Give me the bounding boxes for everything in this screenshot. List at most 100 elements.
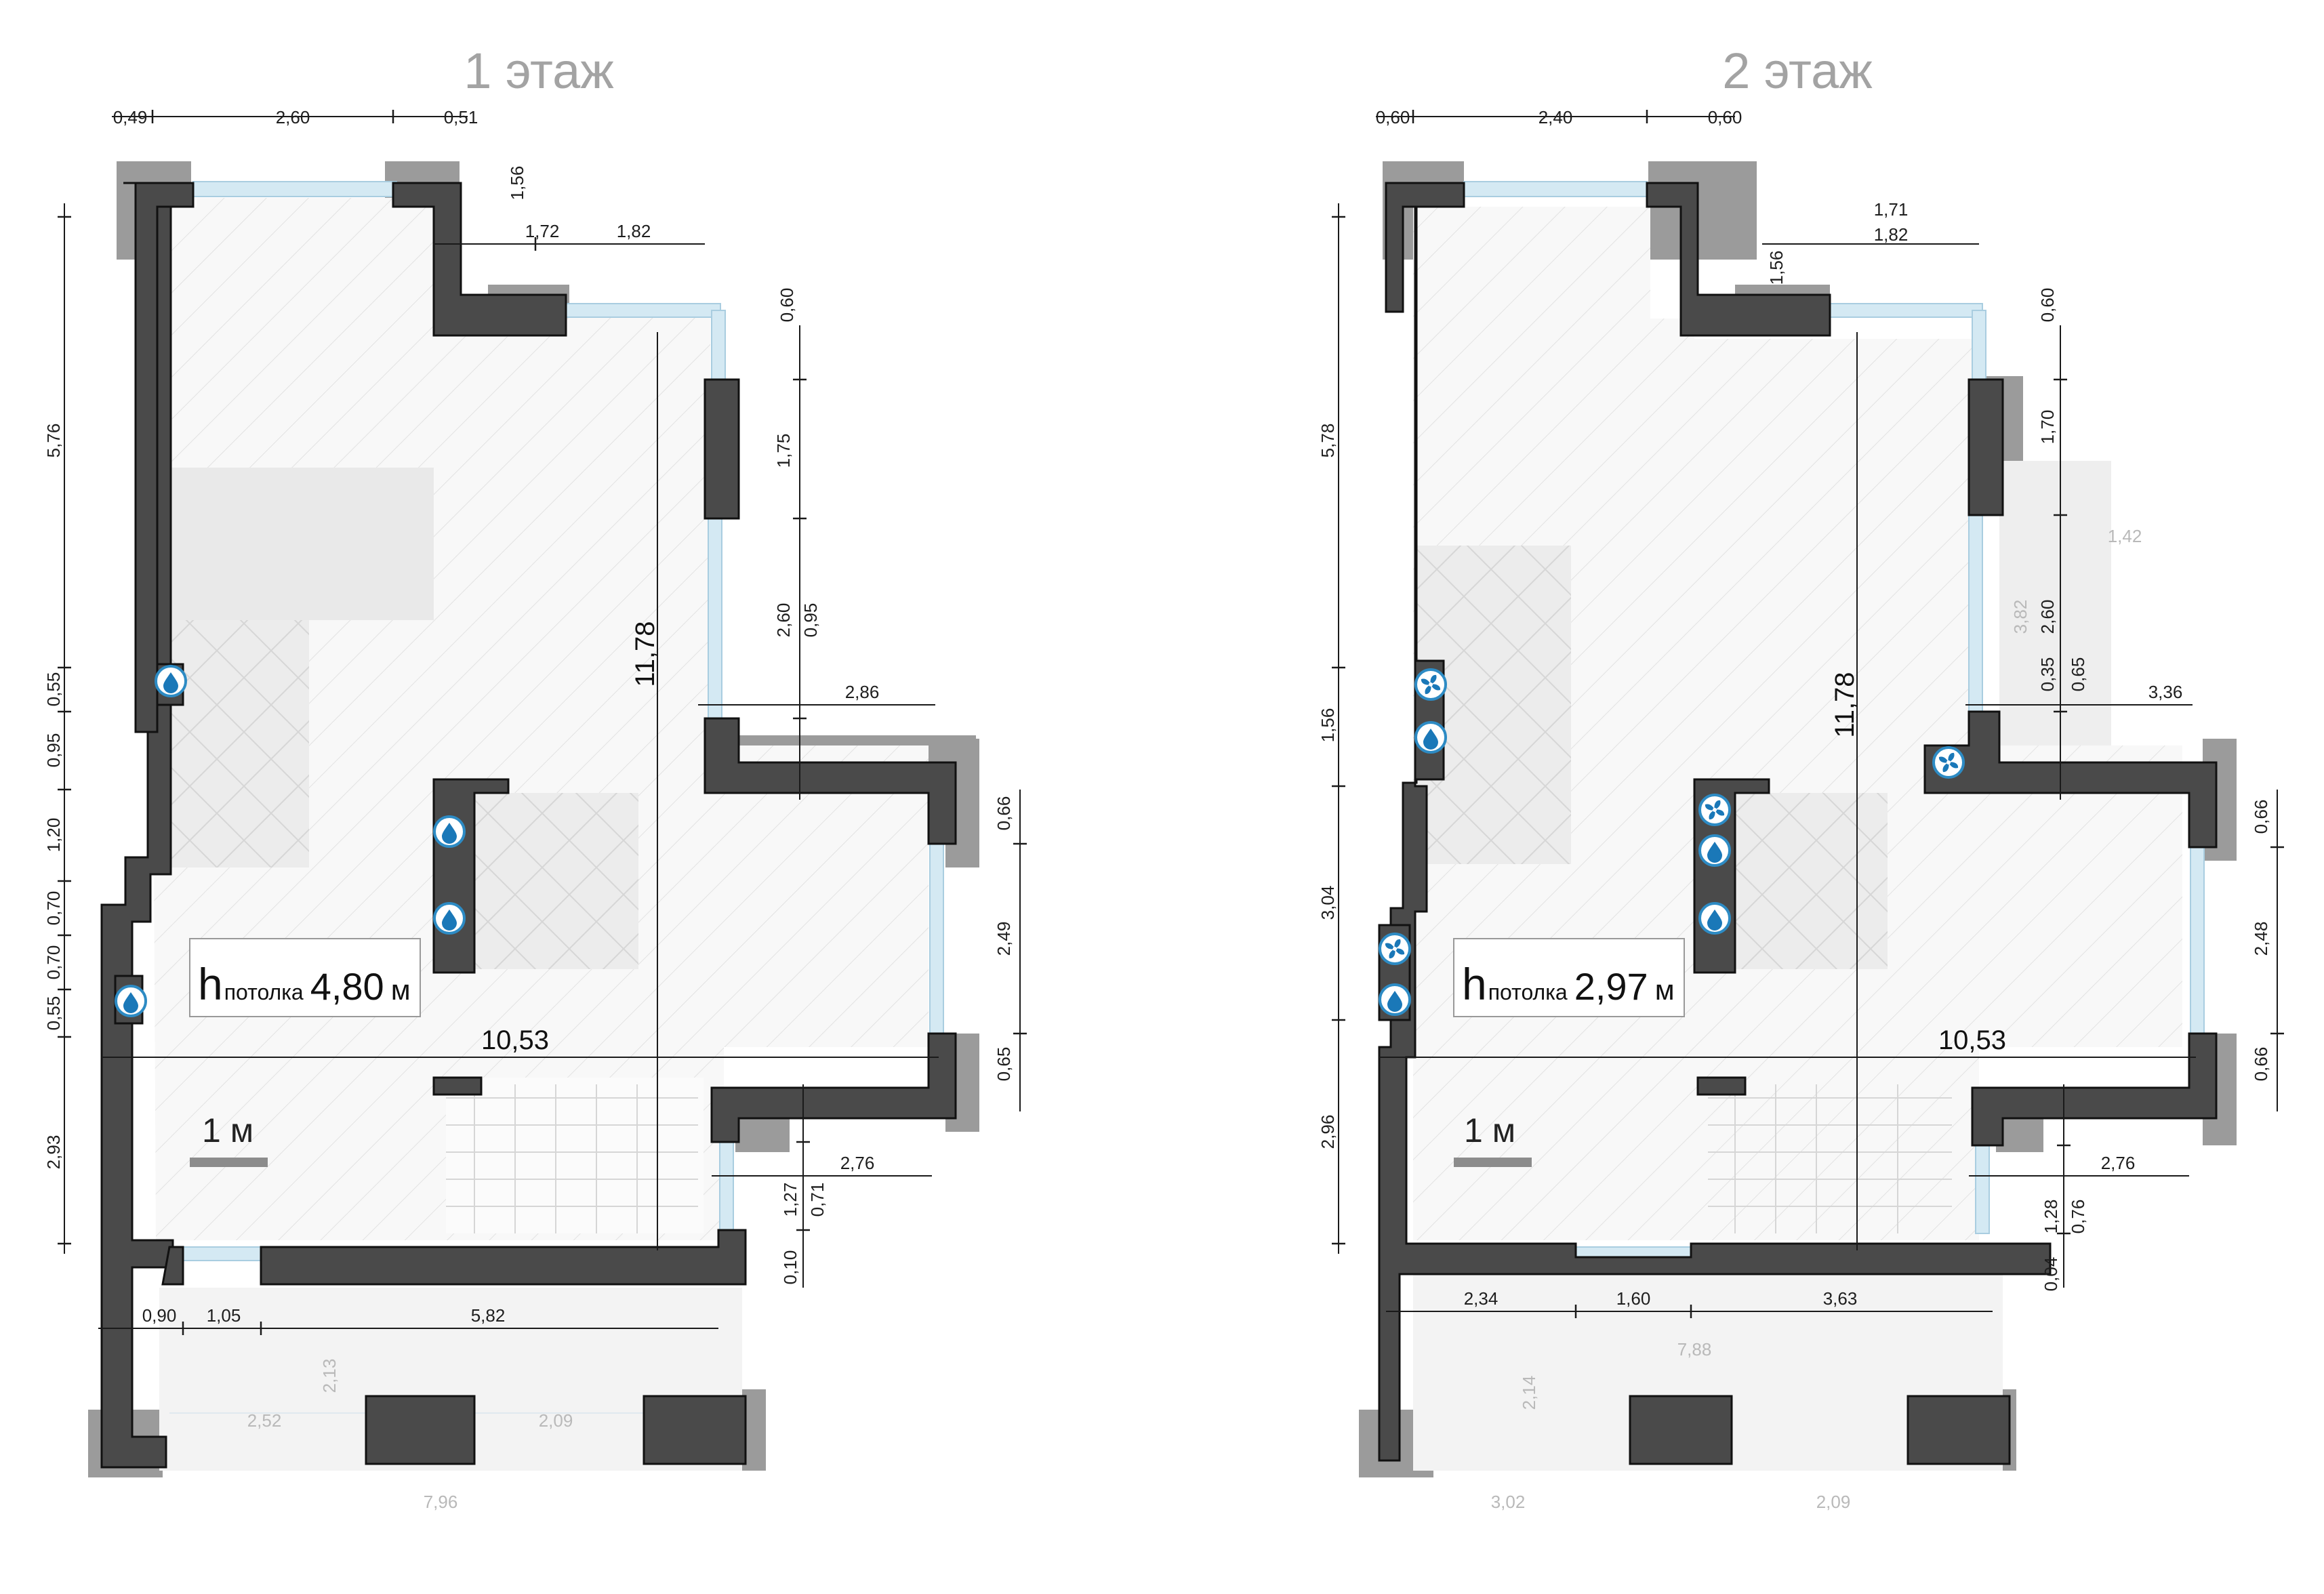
floor-2-floor-area — [1413, 207, 2182, 1471]
total-height-label: 11,78 — [1830, 672, 1860, 737]
dim-label: 1,56 — [507, 166, 527, 201]
dim-label: 1,72 — [525, 221, 560, 241]
scale-label: 1 м — [202, 1111, 253, 1149]
dim-label: 0,66 — [2251, 800, 2271, 834]
floor-2-dimension-labels: 0,60 2,40 0,60 1,71 1,82 1,56 0,60 1,70 … — [1318, 107, 2271, 1512]
dim-label: 2,13 — [319, 1359, 340, 1393]
floor-2-title: 2 этаж — [1722, 43, 1873, 99]
floor-1-window-stair — [719, 1141, 734, 1231]
dim-label: 0,65 — [994, 1047, 1014, 1082]
dim-label: 0,70 — [43, 945, 64, 980]
dim-label: 0,60 — [1708, 107, 1742, 127]
floor-2-scale-bar: 1 м — [1454, 1111, 1532, 1167]
dim-label: 1,27 — [780, 1183, 800, 1217]
dim-label: 0,49 — [113, 107, 148, 127]
dim-label: 2,48 — [2251, 922, 2271, 956]
dim-label: 1,75 — [773, 434, 794, 468]
water-drop-icon — [115, 985, 147, 1017]
dim-label: 0,70 — [43, 891, 64, 926]
ventilation-fan-icon — [1698, 794, 1731, 826]
water-drop-icon — [1414, 721, 1447, 754]
dim-label: 1,20 — [43, 818, 64, 853]
dim-label: 2,60 — [276, 107, 310, 127]
water-drop-icon — [433, 902, 466, 935]
dim-label: 0,71 — [807, 1183, 828, 1217]
dim-label: 1,82 — [617, 221, 651, 241]
dim-label: 2,93 — [43, 1135, 64, 1170]
dim-label: 1,56 — [1766, 251, 1787, 285]
dim-label: 0,55 — [43, 996, 64, 1031]
floor-1-plan: 1 этаж — [43, 43, 1027, 1512]
dim-label: 1,56 — [1318, 708, 1338, 743]
dim-label: 5,78 — [1318, 424, 1338, 458]
dim-label: 2,14 — [1519, 1376, 1539, 1410]
floor-1-window-upper-right — [565, 303, 721, 318]
dim-label: 0,66 — [2251, 1047, 2271, 1082]
floor-1-window-far-east — [929, 843, 944, 1034]
dim-label: 0,76 — [2068, 1200, 2088, 1234]
dim-label: 0,65 — [2068, 657, 2088, 692]
dim-label: 1,71 — [1874, 199, 1909, 220]
dim-label: 0,51 — [444, 107, 478, 127]
floor-1-dimension-labels: 0,49 2,60 0,51 1,56 1,72 1,82 0,60 1,75 … — [43, 107, 1014, 1512]
dim-label: 5,76 — [43, 424, 64, 458]
total-width-label: 10,53 — [1938, 1025, 2006, 1055]
dim-label: 1,28 — [2041, 1200, 2061, 1234]
dim-label: 0,95 — [800, 603, 821, 638]
dim-label: 1,05 — [207, 1305, 241, 1326]
ventilation-fan-icon — [1932, 746, 1965, 779]
dim-label: 0,10 — [780, 1250, 800, 1285]
water-drop-icon — [155, 665, 187, 697]
dim-label: 3,63 — [1823, 1288, 1858, 1309]
dim-label: 2,49 — [994, 922, 1014, 956]
dim-label: 0,60 — [1376, 107, 1410, 127]
dim-label: 0,04 — [2041, 1257, 2061, 1292]
dim-label: 2,96 — [1318, 1115, 1338, 1149]
floor-1-window-south — [182, 1246, 265, 1261]
floor-2-windows — [1463, 181, 2205, 1261]
floor-1-window-east — [708, 514, 722, 722]
ventilation-fan-icon — [1379, 933, 1411, 965]
floor-2-window-upper-right — [1829, 303, 1983, 318]
ventilation-fan-icon — [1414, 668, 1447, 701]
dim-label: 2,09 — [539, 1410, 573, 1431]
dim-label: 3,82 — [2010, 600, 2031, 634]
floor-2-window-top — [1463, 181, 1648, 197]
floor-2-window-east — [1968, 514, 1983, 712]
floor-1-window-top — [192, 181, 397, 197]
dim-label: 1,82 — [1874, 224, 1909, 245]
water-drop-icon — [433, 815, 466, 848]
floor-1-windows — [182, 181, 944, 1261]
floor-1-scale-bar: 1 м — [190, 1111, 268, 1167]
dim-label: 2,40 — [1538, 107, 1573, 127]
floor-1-floor-area — [150, 198, 929, 1240]
floor-2-window-corner — [1972, 310, 1986, 386]
dim-label: 2,60 — [773, 603, 794, 638]
water-drop-icon — [1698, 902, 1731, 935]
floor-1-dimension-lines — [58, 110, 1027, 1335]
dim-label: 7,96 — [424, 1492, 458, 1512]
dim-label: 2,76 — [2101, 1153, 2136, 1173]
dim-label: 0,60 — [2037, 288, 2058, 323]
dim-label: 1,42 — [2108, 526, 2142, 546]
dim-label: 0,90 — [142, 1305, 177, 1326]
floor-1-title: 1 этаж — [464, 43, 614, 99]
floor-2-staircase — [1708, 1084, 1952, 1233]
dim-label: 2,09 — [1816, 1492, 1851, 1512]
dim-label: 2,76 — [840, 1153, 875, 1173]
dim-label: 1,70 — [2037, 410, 2058, 445]
dim-label: 0,95 — [43, 733, 64, 768]
scale-label: 1 м — [1464, 1111, 1515, 1149]
dim-label: 2,60 — [2037, 600, 2058, 634]
floor-2-plan: 2 этаж — [1318, 43, 2284, 1512]
dim-label: 7,88 — [1677, 1339, 1712, 1360]
dim-label: 0,60 — [777, 288, 797, 323]
dim-label: 3,02 — [1491, 1492, 1526, 1512]
dim-label: 0,66 — [994, 796, 1014, 831]
floor-2-window-stair — [1975, 1145, 1990, 1234]
